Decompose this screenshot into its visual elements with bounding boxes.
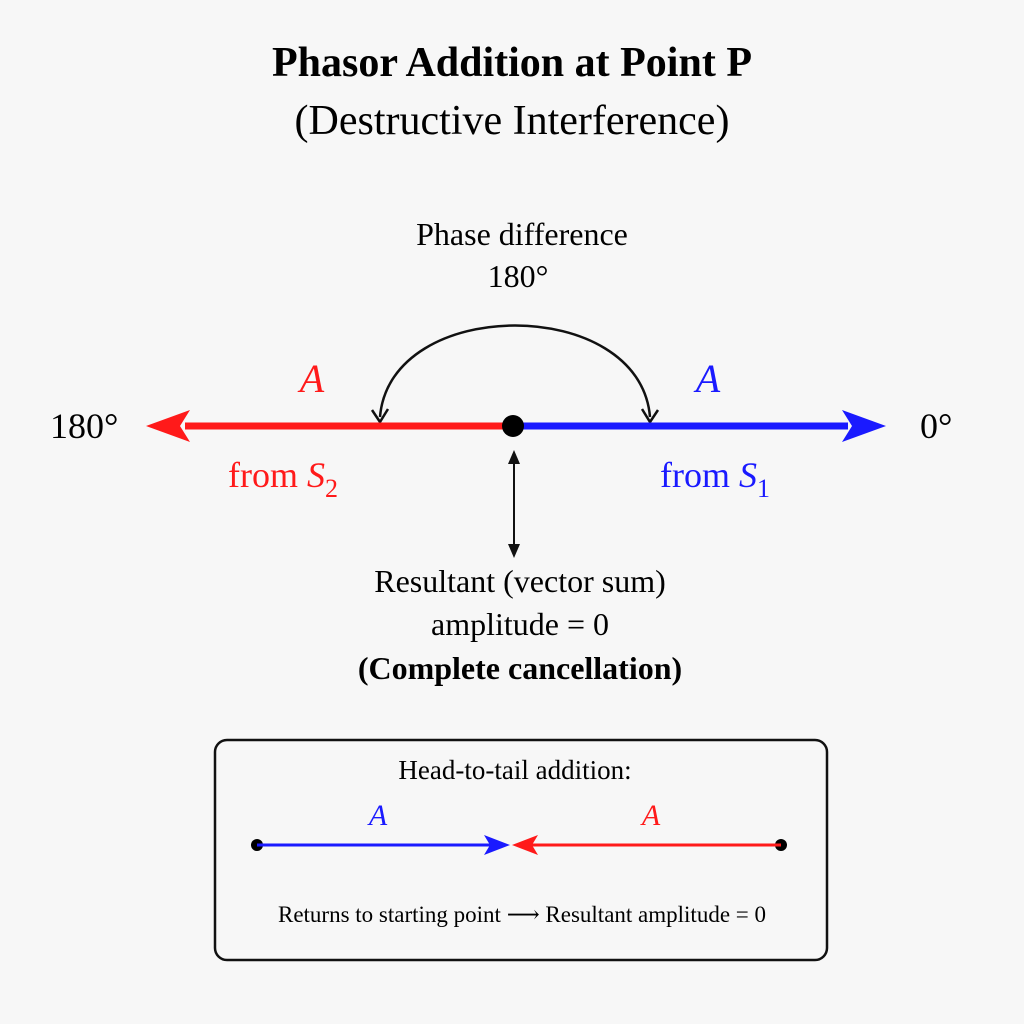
phase-difference-value: 180° xyxy=(488,258,549,294)
box-red-amplitude-label: A xyxy=(640,799,661,832)
phase-difference-label: Phase difference xyxy=(416,216,628,252)
resultant-arrow-up-head xyxy=(508,450,520,464)
head-to-tail-heading: Head-to-tail addition: xyxy=(398,755,631,785)
box-red-arrowhead xyxy=(512,835,538,855)
phase-difference-arc xyxy=(378,324,652,418)
box-blue-amplitude-label: A xyxy=(367,799,388,832)
complete-cancellation-label: (Complete cancellation) xyxy=(358,650,682,686)
phasor-s1-amplitude-label: A xyxy=(693,356,721,401)
phasor-s2-source-label: from S2 xyxy=(228,455,338,503)
resultant-amplitude: amplitude = 0 xyxy=(431,606,609,642)
phasor-s2-arrowhead xyxy=(146,410,190,442)
box-footer-text: Returns to starting point ⟶ Resultant am… xyxy=(278,902,766,927)
head-to-tail-box xyxy=(213,738,829,962)
origin-point xyxy=(502,415,524,437)
box-blue-arrowhead xyxy=(484,835,510,855)
phase-arc-right-arrowhead xyxy=(640,408,660,425)
angle-0-label: 0° xyxy=(920,406,952,446)
angle-180-label: 180° xyxy=(50,406,118,446)
phasor-s1-source-label: from S1 xyxy=(660,455,770,503)
phasor-s1-arrowhead xyxy=(842,410,886,442)
resultant-label: Resultant (vector sum) xyxy=(374,563,665,599)
phase-arc-left-arrowhead xyxy=(370,408,390,425)
diagram-subtitle: (Destructive Interference) xyxy=(295,98,730,144)
resultant-arrow-down-head xyxy=(508,544,520,558)
diagram-title: Phasor Addition at Point P xyxy=(272,40,752,86)
phasor-s2-amplitude-label: A xyxy=(297,356,325,401)
